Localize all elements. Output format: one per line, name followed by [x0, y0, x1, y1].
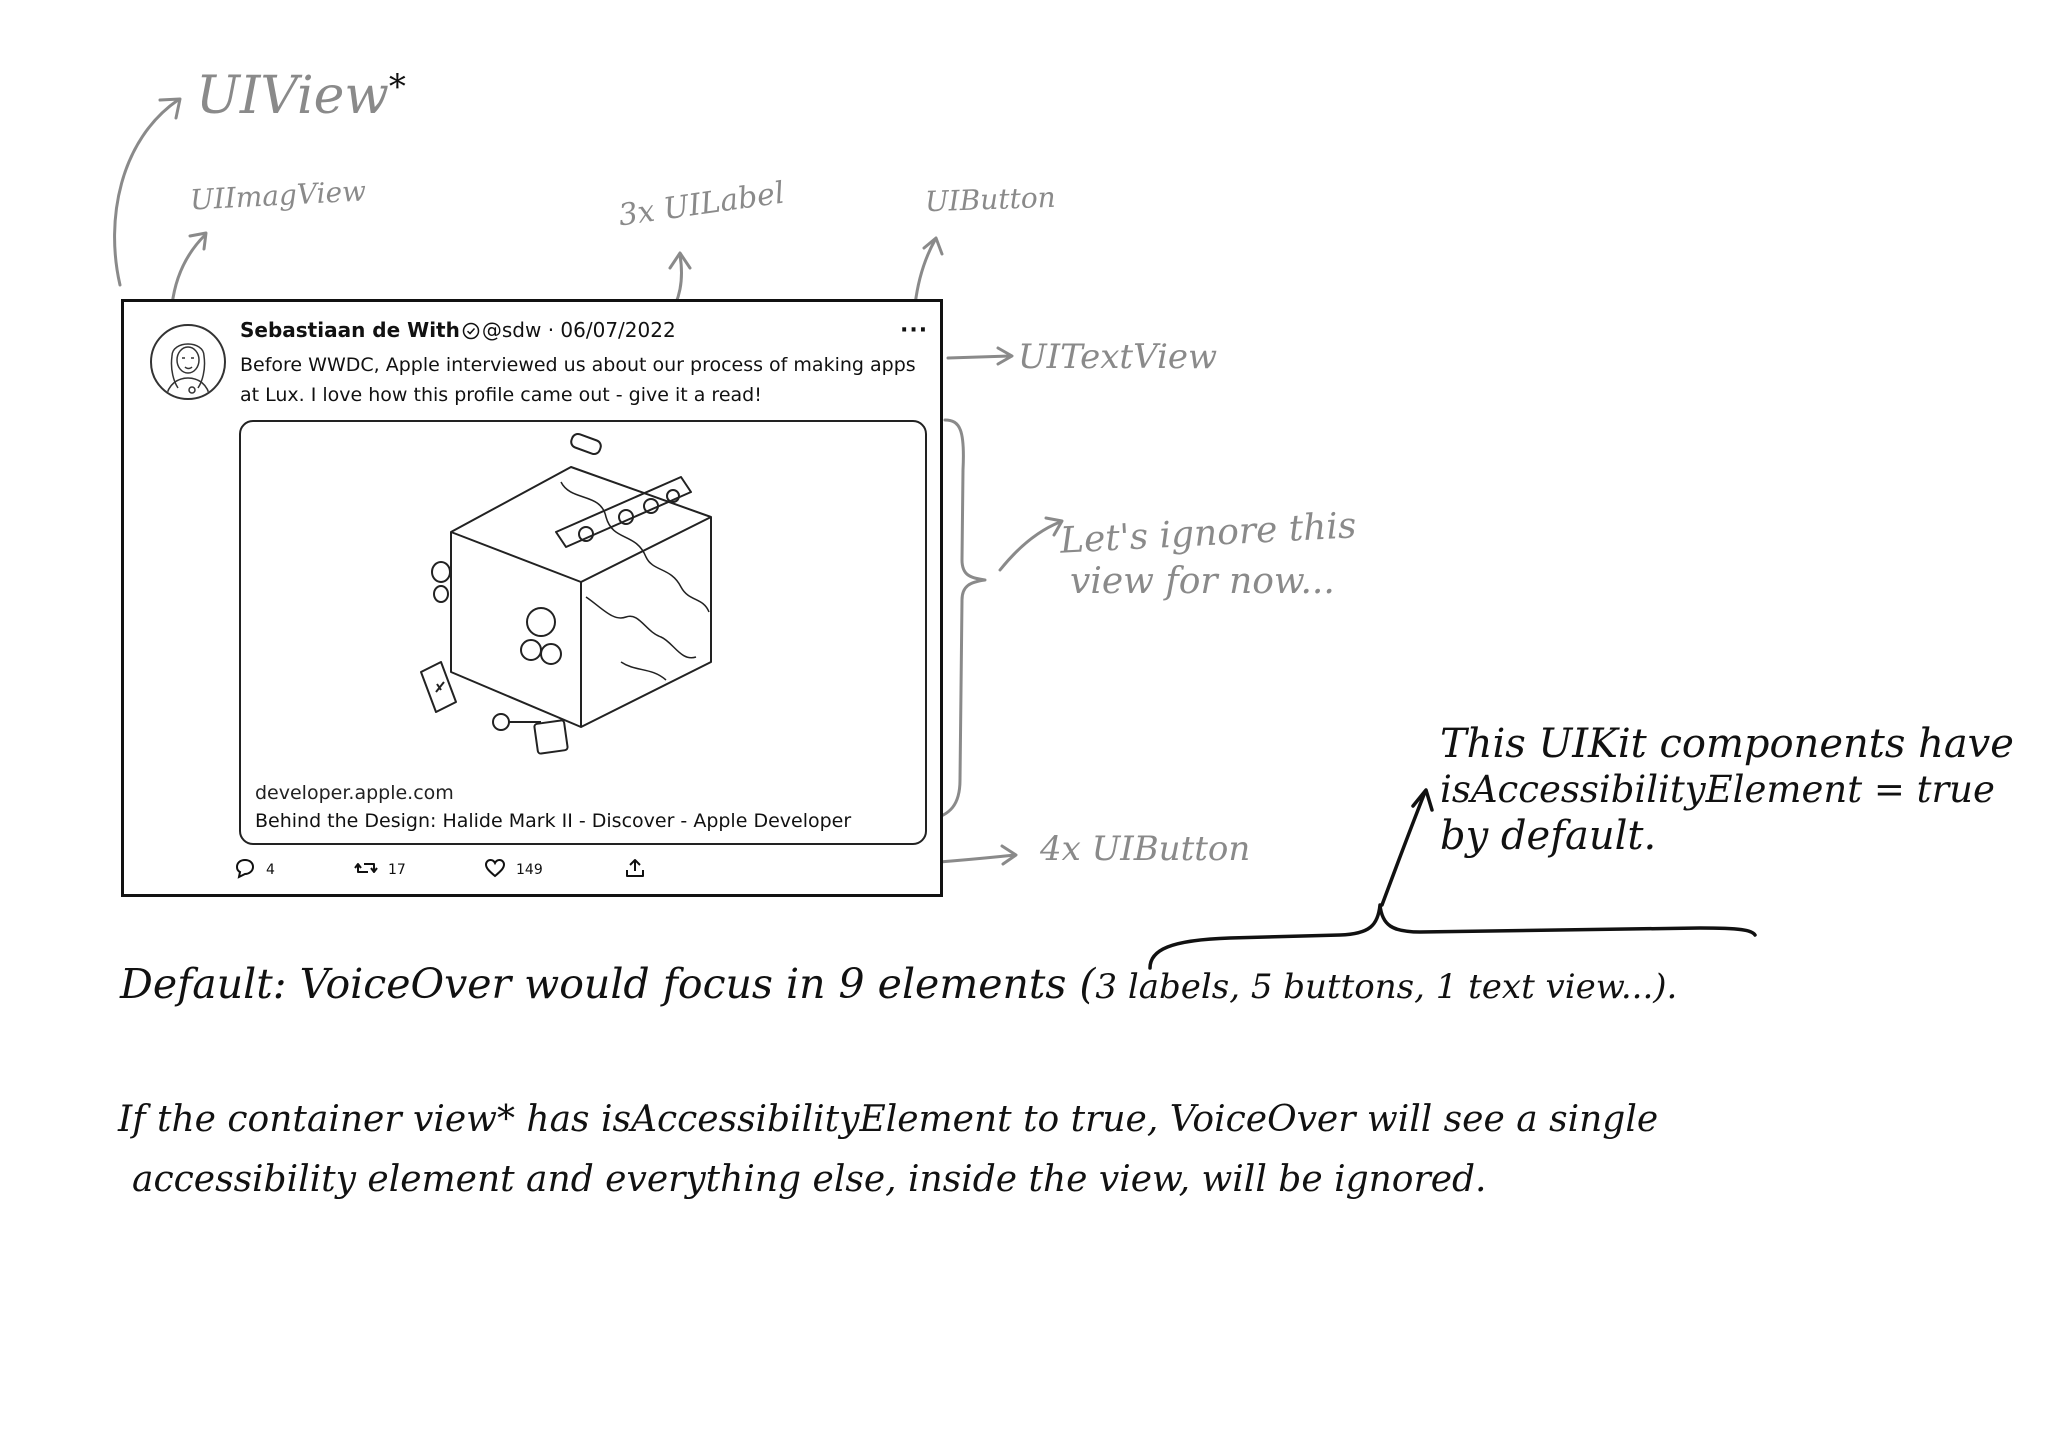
label-ignore-line2: view for now...	[1070, 561, 1335, 602]
label-uibutton: UIButton	[924, 180, 1057, 219]
container-note-line2: accessibility element and everything els…	[132, 1159, 1487, 1200]
reply-count: 4	[266, 862, 275, 878]
tweet-text-line: Before WWDC, Apple interviewed us about …	[240, 354, 916, 376]
more-options-button[interactable]: ···	[900, 318, 929, 343]
retweet-icon	[354, 857, 378, 883]
author-name-label: Sebastiaan de With	[240, 318, 460, 342]
bracket-link-card	[928, 418, 987, 822]
share-icon	[624, 857, 646, 883]
tweet-header: Sebastiaan de With @sdw · 06/07/2022	[240, 318, 676, 342]
retweet-button[interactable]: 17	[354, 857, 406, 883]
uikit-note: This UIKit components have isAccessibili…	[1440, 720, 2014, 860]
arrow-uiimageview	[170, 233, 207, 307]
arrow-uibutton	[913, 238, 937, 307]
share-button[interactable]	[624, 857, 646, 883]
reply-button[interactable]: 4	[234, 857, 275, 883]
label-uitextview: UITextView	[1018, 337, 1218, 377]
handle-date-label: @sdw · 06/07/2022	[481, 318, 676, 342]
retweet-count: 17	[388, 862, 406, 878]
uikit-note-line1: This UIKit components have	[1440, 721, 2014, 767]
default-breakdown: 3 labels, 5 buttons, 1 text view...).	[1095, 967, 1678, 1007]
tweet-container-view[interactable]: Sebastiaan de With@sdw · 06/07/2022 ··· …	[121, 299, 943, 897]
label-4x-buttons: 4x UIButton	[1040, 829, 1251, 869]
uikit-note-line2: isAccessibilityElement = true	[1440, 768, 1995, 811]
asterisk: *	[388, 67, 406, 107]
arrow-uikit-note	[1380, 790, 1427, 907]
reply-icon	[234, 857, 256, 883]
tweet-text-line: at Lux. I love how this profile came out…	[240, 384, 762, 406]
card-domain-label: developer.apple.com	[255, 782, 454, 804]
default-voiceover-note: Default: VoiceOver would focus in 9 elem…	[120, 960, 1677, 1009]
arrow-uiview	[113, 98, 180, 287]
arrow-ignore	[998, 520, 1062, 572]
card-title-label: Behind the Design: Halide Mark II - Disc…	[255, 810, 852, 832]
verified-badge-icon	[462, 318, 480, 342]
default-text: Default: VoiceOver would focus in 9 elem…	[120, 960, 1096, 1008]
like-count: 149	[516, 862, 543, 878]
tweet-action-bar: 4 17 149	[234, 857, 734, 885]
cube-illustration	[420, 432, 712, 755]
label-uiview: UIView*	[196, 66, 406, 126]
curly-brace	[1148, 903, 1757, 970]
like-button[interactable]: 149	[484, 857, 543, 883]
heart-icon	[484, 857, 506, 883]
uikit-note-line3: by default.	[1440, 813, 1657, 860]
avatar	[150, 324, 226, 400]
arrow-uitextview	[946, 354, 1012, 360]
container-note-line1: If the container view* has isAccessibili…	[118, 1099, 1659, 1140]
container-view-note: If the container view* has isAccessibili…	[118, 1090, 1658, 1210]
tweet-text-view: Before WWDC, Apple interviewed us about …	[240, 350, 930, 410]
link-preview-card[interactable]: developer.apple.com Behind the Design: H…	[239, 420, 927, 845]
